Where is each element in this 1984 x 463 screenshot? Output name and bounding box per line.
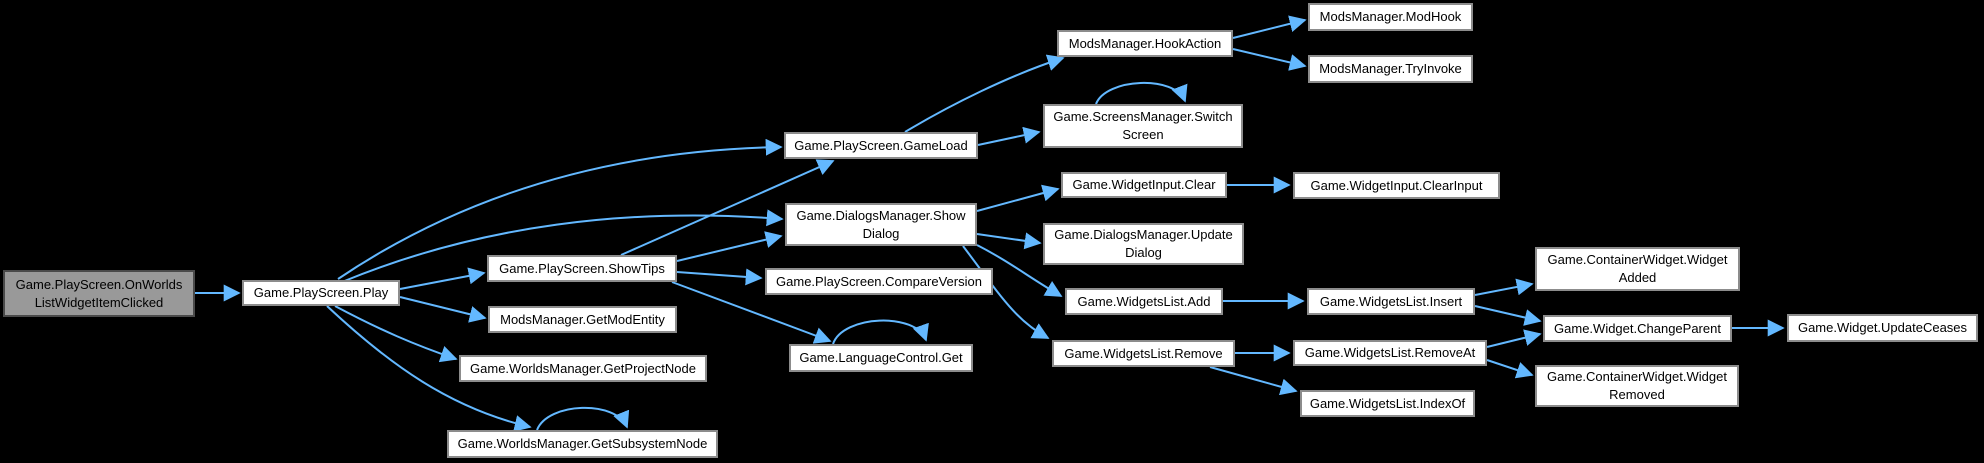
edge-widgetsinsert-to-widgetadded — [1474, 278, 1534, 296]
edge-play-to-showdialog — [341, 209, 784, 283]
graph-node-getmodentity[interactable]: ModsManager.GetModEntity — [488, 306, 677, 333]
graph-node-widgetsinsert[interactable]: Game.WidgetsList.Insert — [1307, 288, 1475, 315]
edge-showtips-to-showdialog — [676, 231, 783, 262]
edge-play-to-getmodentity — [399, 296, 487, 323]
graph-node-updatedialog[interactable]: Game.DialogsManager.Update Dialog — [1043, 223, 1244, 265]
graph-node-showtips[interactable]: Game.PlayScreen.ShowTips — [487, 255, 677, 282]
edge-gameload-to-switchscreen — [977, 126, 1041, 146]
graph-node-gameload[interactable]: Game.PlayScreen.GameLoad — [784, 132, 978, 159]
edge-group — [195, 15, 1785, 432]
edge-hookaction-to-modhook — [1232, 15, 1307, 39]
edge-getsubsystemnode-to-getsubsystemnode — [536, 406, 630, 431]
edge-gameload-to-hookaction — [904, 54, 1065, 133]
graph-node-getsubsystemnode[interactable]: Game.WorldsManager.GetSubsystemNode — [447, 430, 718, 458]
edge-showdialog-to-widgetsremove — [962, 245, 1050, 339]
graph-node-widgetsremove[interactable]: Game.WidgetsList.Remove — [1052, 340, 1235, 367]
edge-showdialog-to-widgetinputclear — [976, 184, 1060, 212]
edge-widgetsremove-to-widgetsindexof — [1209, 366, 1298, 396]
edge-showtips-to-langget — [671, 281, 832, 344]
edge-widgetsinsert-to-changeparent — [1474, 305, 1542, 326]
graph-node-widgetsindexof[interactable]: Game.WidgetsList.IndexOf — [1300, 390, 1475, 417]
graph-node-widgetinputclear[interactable]: Game.WidgetInput.Clear — [1061, 172, 1227, 198]
edge-widgetsremoveat-to-changeparent — [1486, 329, 1542, 348]
graph-node-changeparent[interactable]: Game.Widget.ChangeParent — [1543, 315, 1732, 342]
graph-node-switchscreen[interactable]: Game.ScreensManager.Switch Screen — [1043, 104, 1243, 148]
edge-widgetsremoveat-to-widgetremoved — [1486, 359, 1534, 379]
graph-node-hookaction[interactable]: ModsManager.HookAction — [1057, 30, 1233, 57]
edge-showtips-to-gameload — [620, 159, 835, 256]
graph-node-modhook[interactable]: ModsManager.ModHook — [1308, 3, 1473, 31]
edge-play-to-gameload — [337, 138, 783, 280]
edge-langget-to-langget — [832, 319, 929, 345]
graph-node-widgetsadd[interactable]: Game.WidgetsList.Add — [1065, 288, 1223, 315]
graph-node-play[interactable]: Game.PlayScreen.Play — [242, 280, 400, 306]
edge-play-to-getprojectnode — [334, 305, 458, 363]
edge-switchscreen-to-switchscreen — [1095, 82, 1188, 105]
edge-play-to-getsubsystemnode — [326, 305, 532, 432]
edge-showdialog-to-widgetsadd — [976, 244, 1063, 297]
edge-showtips-to-compareversion — [676, 268, 763, 286]
graph-node-widgetremoved[interactable]: Game.ContainerWidget.Widget Removed — [1535, 365, 1739, 407]
graph-node-clearinput[interactable]: Game.WidgetInput.ClearInput — [1293, 172, 1500, 199]
graph-node-updateceases[interactable]: Game.Widget.UpdateCeases — [1787, 314, 1978, 342]
graph-node-langget[interactable]: Game.LanguageControl.Get — [789, 344, 973, 372]
edge-hookaction-to-tryinvoke — [1232, 48, 1307, 71]
graph-node-showdialog[interactable]: Game.DialogsManager.Show Dialog — [785, 203, 977, 246]
graph-node-widgetsremoveat[interactable]: Game.WidgetsList.RemoveAt — [1293, 340, 1487, 366]
graph-node-getprojectnode[interactable]: Game.WorldsManager.GetProjectNode — [459, 355, 707, 382]
graph-node-compareversion[interactable]: Game.PlayScreen.CompareVersion — [765, 268, 993, 295]
graph-node-widgetadded[interactable]: Game.ContainerWidget.Widget Added — [1535, 247, 1740, 291]
edge-showdialog-to-updatedialog — [976, 232, 1042, 250]
graph-node-tryinvoke[interactable]: ModsManager.TryInvoke — [1308, 55, 1473, 83]
edge-play-to-showtips — [399, 267, 486, 290]
graph-node-onworlds[interactable]: Game.PlayScreen.OnWorlds ListWidgetItemC… — [3, 270, 195, 317]
